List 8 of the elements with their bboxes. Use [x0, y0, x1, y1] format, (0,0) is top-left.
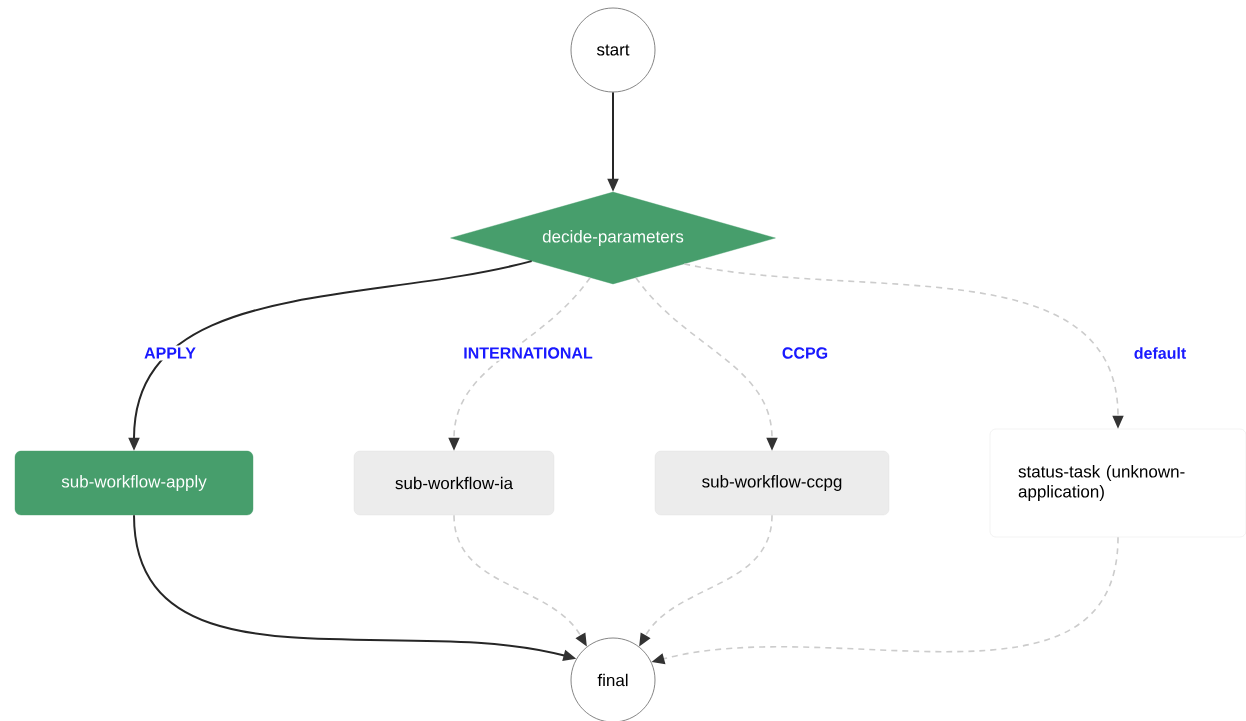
edge-label: default: [1131, 345, 1189, 361]
edge-label: CCPG: [779, 345, 831, 361]
edge-label: APPLY: [142, 345, 198, 361]
task-box: sub-workflow-ia: [353, 450, 555, 516]
task-box: sub-workflow-apply: [14, 450, 254, 516]
task-box: sub-workflow-ccpg: [654, 450, 890, 516]
task-box: status-task (unknown-application): [989, 428, 1246, 538]
edge-label: INTERNATIONAL: [461, 345, 595, 361]
